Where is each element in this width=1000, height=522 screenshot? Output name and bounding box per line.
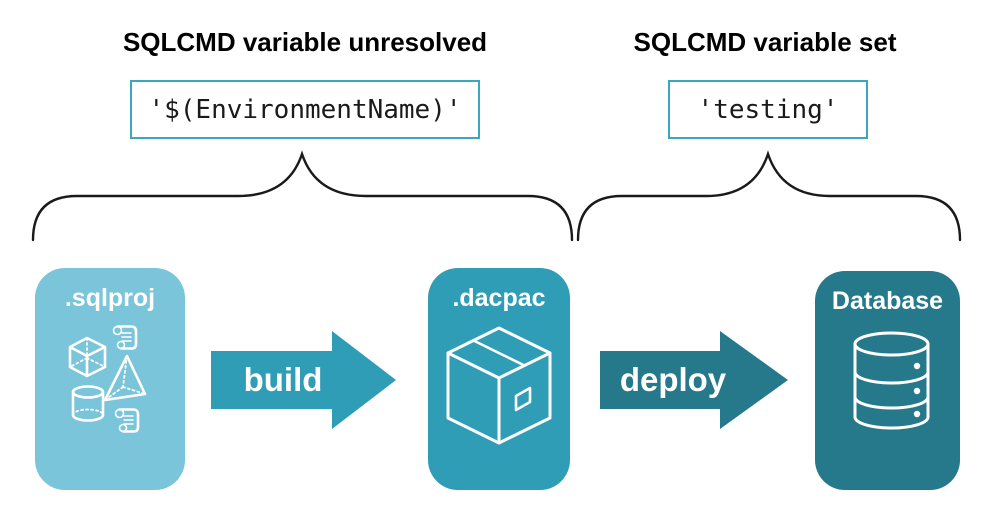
unresolved-variable-code: '$(EnvironmentName)' xyxy=(148,94,462,125)
left-heading: SQLCMD variable unresolved xyxy=(122,27,488,57)
package-box-icon xyxy=(446,326,552,445)
left-brace xyxy=(31,150,574,242)
deploy-arrow xyxy=(600,331,788,429)
database-cylinder-icon xyxy=(853,331,930,430)
build-arrow-label: build xyxy=(243,361,323,398)
unresolved-variable-box: '$(EnvironmentName)' xyxy=(130,80,480,139)
deploy-arrow-label: deploy xyxy=(619,361,727,398)
right-heading: SQLCMD variable set xyxy=(633,27,897,57)
node-sqlproj-label: .sqlproj xyxy=(64,284,156,312)
sql-project-objects-icon xyxy=(68,325,147,433)
node-dacpac: .dacpac xyxy=(428,268,570,490)
set-variable-box: 'testing' xyxy=(668,80,868,139)
node-sqlproj: .sqlproj xyxy=(35,268,185,490)
node-database: Database xyxy=(815,271,960,490)
set-variable-code: 'testing' xyxy=(697,94,839,125)
script-scroll-icon xyxy=(112,325,138,350)
right-brace xyxy=(576,150,962,242)
node-dacpac-label: .dacpac xyxy=(452,284,546,312)
cube-icon xyxy=(68,336,107,378)
node-database-label: Database xyxy=(831,287,944,315)
pyramid-icon xyxy=(103,354,147,402)
package-box-icon xyxy=(446,326,552,445)
script-scroll-icon xyxy=(114,408,140,433)
build-arrow xyxy=(211,331,396,429)
cylinder-icon xyxy=(71,385,105,422)
database-cylinder-icon xyxy=(853,331,930,430)
